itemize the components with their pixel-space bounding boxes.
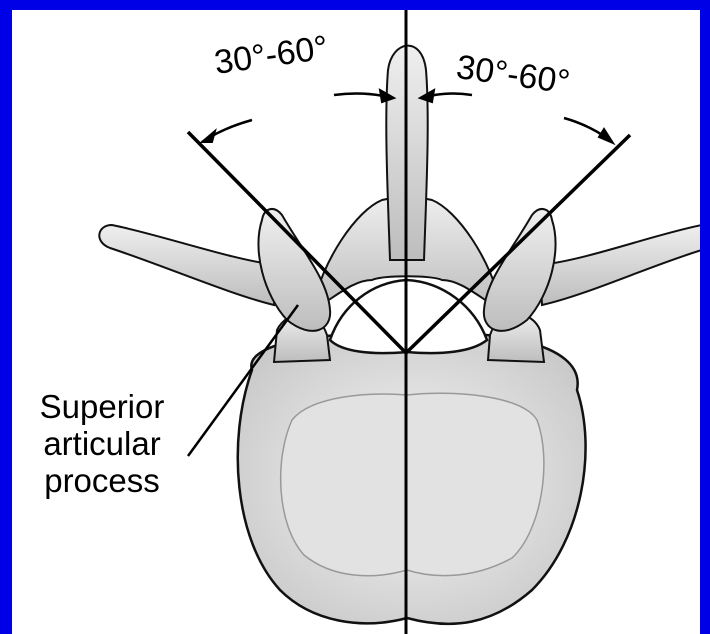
label-line-3: process: [12, 462, 192, 499]
right-transverse-process: [540, 225, 700, 305]
spinal-canal: [330, 280, 487, 353]
superior-articular-process-label: Superior articular process: [12, 388, 192, 499]
left-transverse-process: [99, 225, 277, 305]
left-outer-arrow-head: [202, 131, 215, 142]
label-line-1: Superior: [12, 388, 192, 425]
vertebral-endplate: [281, 393, 544, 575]
label-line-2: articular: [12, 425, 192, 462]
right-superior-articular-process: [484, 209, 556, 331]
vertebra-illustration: [12, 10, 700, 634]
diagram-panel: 30°-60° 30°-60° Superior articular proce…: [12, 10, 700, 634]
right-outer-arrow-head: [599, 129, 613, 143]
left-superior-articular-process: [258, 209, 330, 331]
